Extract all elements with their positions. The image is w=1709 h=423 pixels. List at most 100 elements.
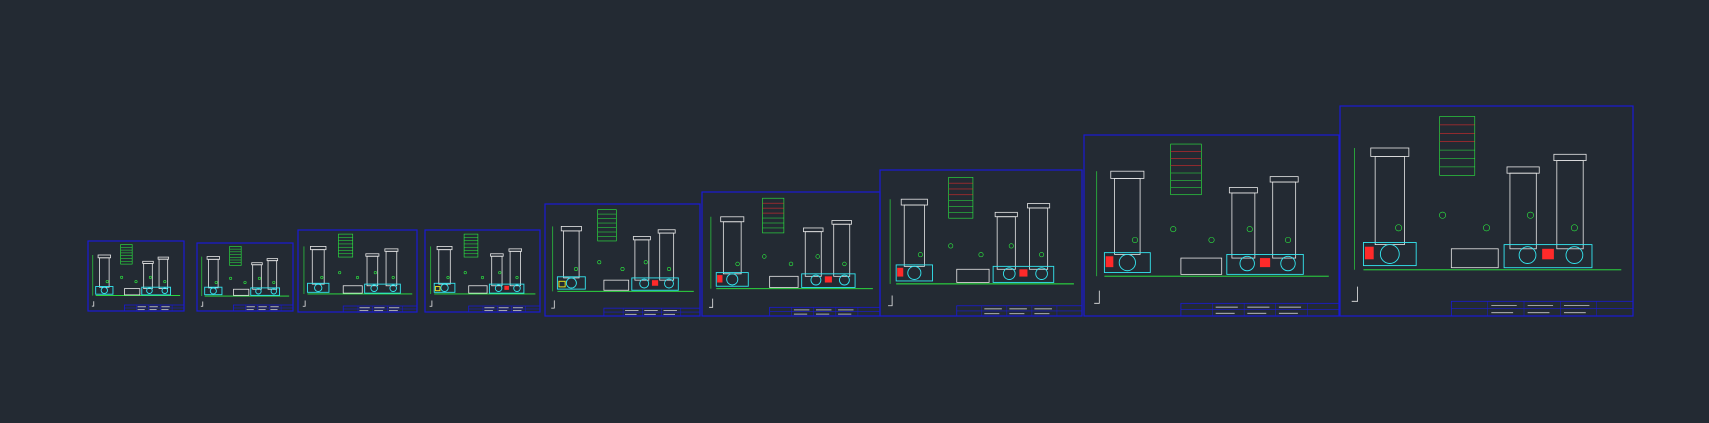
highlighted-part-right — [824, 276, 832, 283]
blower-body-left — [1362, 242, 1417, 267]
silencer-cap-left — [310, 245, 327, 251]
callout-balloon — [1039, 252, 1045, 258]
drawing-sheet-6[interactable] — [701, 191, 881, 317]
callout-balloon — [643, 260, 648, 265]
north-mark-symbol — [429, 300, 433, 307]
callout-balloon — [355, 276, 360, 280]
callout-balloon — [917, 252, 923, 258]
drawing-sheet-9[interactable] — [1339, 105, 1634, 317]
blower-assembly-right — [1503, 244, 1593, 269]
callout-balloon — [574, 266, 578, 271]
silencer-cap-right — [994, 211, 1018, 218]
north-mark-symbol — [888, 295, 893, 307]
blower-body-left — [433, 282, 456, 293]
callout-balloon — [320, 276, 324, 280]
callout-balloon — [214, 280, 218, 284]
silencer-cap-right — [1553, 153, 1587, 162]
callout-balloon — [229, 276, 233, 280]
parts-list-table — [1439, 116, 1476, 176]
yellow-part — [558, 280, 566, 288]
silencer-cap-left — [1370, 147, 1410, 157]
callout-balloon — [1131, 236, 1139, 244]
callout-balloon — [148, 275, 152, 279]
callout-balloon — [1246, 226, 1253, 233]
parts-list-table — [597, 209, 617, 242]
callout-balloon — [842, 261, 847, 267]
callout-balloon — [1526, 211, 1534, 219]
callout-balloon — [1170, 226, 1177, 233]
silencer-cap-right — [157, 256, 170, 260]
callout-balloon — [1395, 224, 1403, 232]
motor-body — [1450, 248, 1499, 269]
callout-balloon — [815, 254, 820, 259]
blower-body-left — [556, 276, 586, 290]
north-mark-symbol — [91, 301, 95, 307]
callout-balloon — [105, 280, 109, 284]
silencer-cap-right — [142, 260, 154, 264]
callout-balloon — [620, 266, 625, 271]
parts-list-table — [463, 233, 479, 258]
north-mark-symbol — [551, 300, 555, 309]
highlighted-part-left — [1364, 246, 1374, 260]
callout-balloon — [515, 276, 519, 280]
parts-list-table — [948, 177, 974, 219]
drawing-sheet-8[interactable] — [1083, 134, 1340, 317]
drawing-sheet-3[interactable] — [297, 229, 418, 313]
drawing-sheet-2[interactable] — [196, 242, 294, 312]
silencer-cap-left — [560, 225, 582, 232]
blower-rotor-right-2 — [161, 287, 169, 294]
blower-body-left — [1103, 252, 1151, 274]
blower-body-left — [307, 282, 330, 293]
motor-body — [468, 285, 488, 294]
blower-rotor-right — [1002, 267, 1016, 280]
blower-rotor-right — [494, 284, 503, 292]
blower-rotor-left — [726, 273, 739, 286]
callout-balloon — [163, 280, 167, 284]
blower-rotor-right — [1239, 255, 1255, 272]
blower-rotor-right-2 — [664, 278, 674, 289]
blower-rotor-left — [1118, 254, 1136, 272]
callout-balloon — [948, 243, 954, 249]
callout-balloon — [338, 271, 342, 275]
drawing-sheet-4[interactable] — [424, 229, 541, 313]
blower-body-left — [715, 272, 749, 287]
blower-assembly-right — [488, 283, 525, 294]
blower-assembly-right — [631, 277, 679, 291]
blower-rotor-right-2 — [513, 284, 521, 292]
silencer-cap-left — [206, 256, 220, 260]
blower-rotor-left — [907, 265, 922, 280]
silencer-cap-right — [803, 227, 824, 233]
drawing-sheet-1[interactable] — [87, 240, 185, 312]
drawing-sheet-5[interactable] — [544, 203, 701, 317]
blower-assembly-right — [250, 287, 281, 296]
blower-rotor-left — [1379, 244, 1400, 264]
callout-balloon — [120, 275, 124, 279]
blower-rotor-left — [440, 283, 449, 292]
callout-balloon — [480, 276, 485, 280]
highlighted-part-left — [897, 267, 904, 277]
silencer-cap-right — [365, 253, 380, 257]
silencer-cap-left — [97, 254, 111, 259]
silencer-cap-left — [720, 216, 745, 223]
parts-list-table — [120, 244, 133, 265]
motor-body — [342, 285, 363, 294]
silencer-cap-right — [266, 258, 279, 262]
drawing-sheet-7[interactable] — [879, 169, 1083, 317]
blower-assembly-right — [801, 273, 856, 288]
silencer-cap-right — [490, 253, 504, 257]
highlighted-part-left — [717, 275, 723, 283]
blower-rotor-right-2 — [1565, 246, 1584, 264]
callout-balloon — [1570, 224, 1578, 232]
blower-assembly-right — [1226, 254, 1304, 275]
silencer-cap-right — [632, 236, 651, 241]
silencer-cap-left — [900, 198, 928, 206]
motor-body — [769, 275, 799, 288]
callout-balloon — [1439, 211, 1447, 219]
north-mark-symbol — [1094, 290, 1100, 304]
callout-balloon — [735, 261, 740, 267]
highlighted-part-right — [504, 285, 509, 290]
silencer-cap-right — [1228, 187, 1258, 194]
